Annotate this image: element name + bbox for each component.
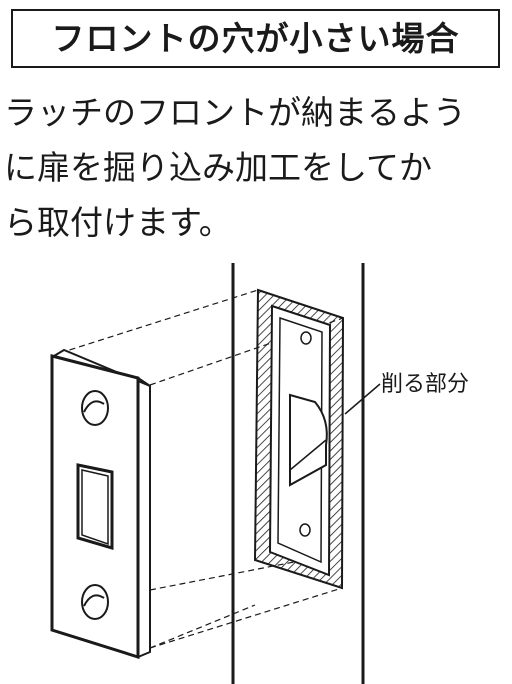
callout-label: 削る部分 bbox=[381, 372, 469, 397]
instruction-text: ラッチのフロントが納まるよう に扉を掘り込み加工をしてか ら取付けます。 bbox=[4, 85, 512, 250]
callout-leader bbox=[344, 383, 381, 415]
recess-screw-hole-bottom bbox=[299, 523, 311, 537]
instruction-line-1: ラッチのフロントが納まるよう bbox=[4, 93, 466, 132]
instruction-line-2: に扉を掘り込み加工をしてか bbox=[4, 148, 433, 187]
title-text: フロントの穴が小さい場合 bbox=[51, 19, 460, 58]
recess-cut-area bbox=[253, 288, 345, 590]
instruction-line-3: ら取付けます。 bbox=[4, 203, 232, 242]
plate-screw-hole-bottom bbox=[81, 584, 109, 620]
plate-screw-hole-top bbox=[81, 390, 109, 426]
front-plate bbox=[50, 348, 151, 660]
title-box: フロントの穴が小さい場合 bbox=[11, 9, 500, 68]
recess-screw-hole-top bbox=[300, 331, 312, 345]
plate-latch-opening bbox=[76, 463, 114, 551]
